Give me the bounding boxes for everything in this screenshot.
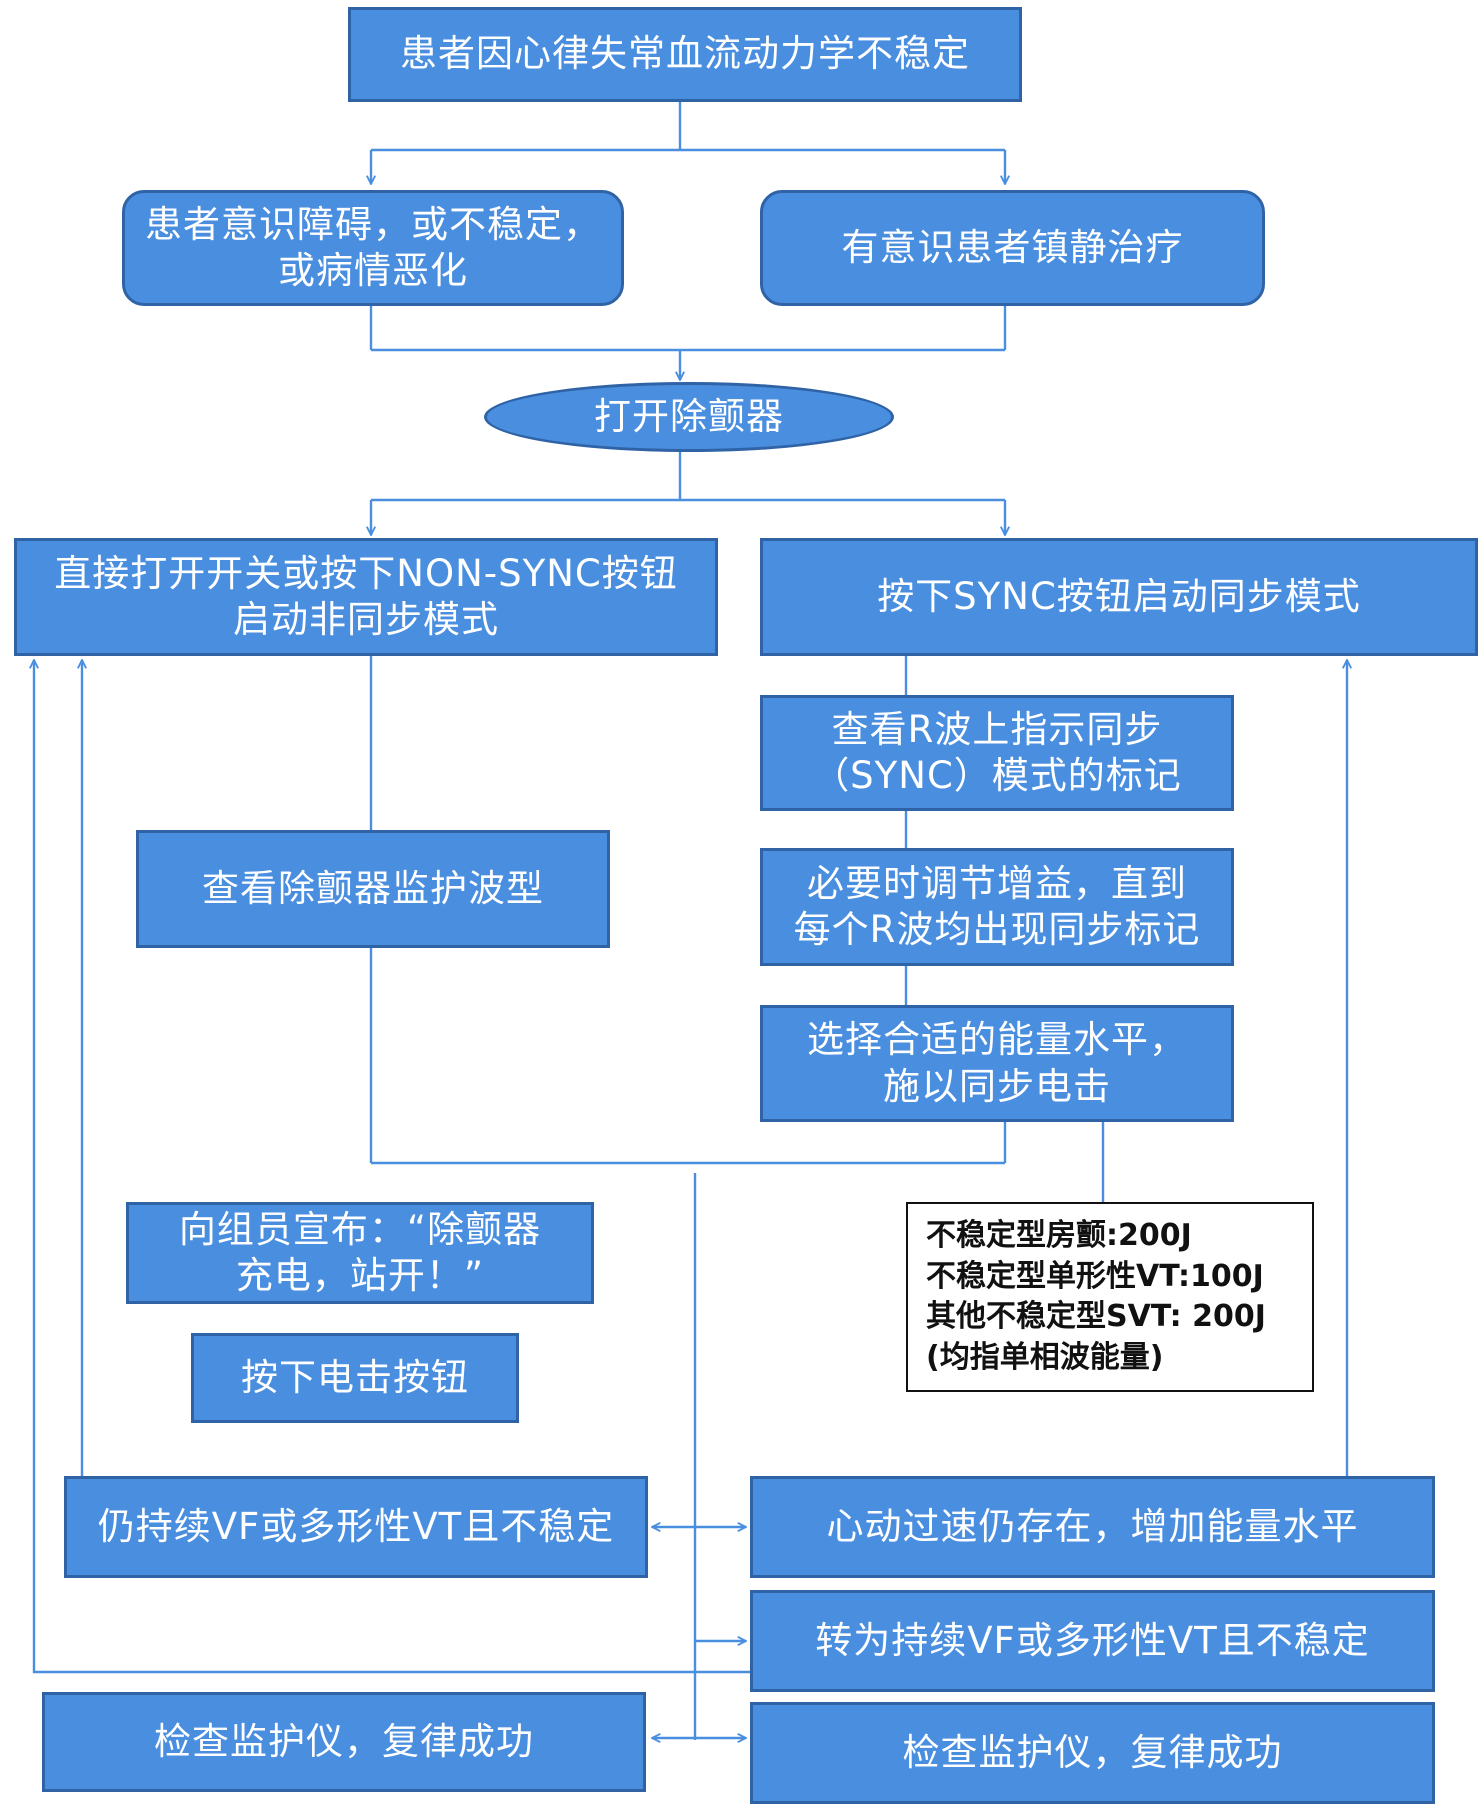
- adjust-gain-box: 必要时调节增益，直到 每个R波均出现同步标记: [760, 848, 1234, 966]
- energy-note-line: 不稳定型单形性VT:100J: [926, 1258, 1264, 1294]
- announce-charge-box: 向组员宣布：“除颤器 充电，站开！”: [126, 1202, 594, 1304]
- energy-levels-note: 不稳定型房颤:200J 不稳定型单形性VT:100J 其他不稳定型SVT: 20…: [906, 1202, 1314, 1392]
- energy-note-line: (均指单相波能量): [926, 1339, 1164, 1375]
- conscious-sedation-box: 有意识患者镇静治疗: [760, 190, 1265, 306]
- select-energy-box: 选择合适的能量水平， 施以同步电击: [760, 1005, 1234, 1122]
- success-left-box: 检查监护仪，复律成功: [42, 1692, 646, 1792]
- open-defibrillator-ellipse: 打开除颤器: [484, 382, 894, 452]
- tachycardia-persists-box: 心动过速仍存在，增加能量水平: [750, 1476, 1435, 1578]
- convert-vf-box: 转为持续VF或多形性VT且不稳定: [750, 1590, 1435, 1692]
- energy-note-line: 不稳定型房颤:200J: [926, 1218, 1192, 1253]
- energy-note-line: 其他不稳定型SVT: 200J: [926, 1299, 1266, 1334]
- check-r-wave-box: 查看R波上指示同步 （SYNC）模式的标记: [760, 695, 1234, 811]
- sync-mode-box: 按下SYNC按钮启动同步模式: [760, 538, 1478, 656]
- start-box: 患者因心律失常血流动力学不稳定: [348, 7, 1022, 102]
- unconscious-patient-box: 患者意识障碍，或不稳定， 或病情恶化: [122, 190, 624, 306]
- view-waveform-box: 查看除颤器监护波型: [136, 830, 610, 948]
- connector: [34, 660, 750, 1674]
- persistent-vf-box: 仍持续VF或多形性VT且不稳定: [64, 1476, 648, 1578]
- non-sync-mode-box: 直接打开开关或按下NON-SYNC按钮 启动非同步模式: [14, 538, 718, 656]
- press-shock-button-box: 按下电击按钮: [191, 1333, 519, 1423]
- success-right-box: 检查监护仪，复律成功: [750, 1702, 1435, 1804]
